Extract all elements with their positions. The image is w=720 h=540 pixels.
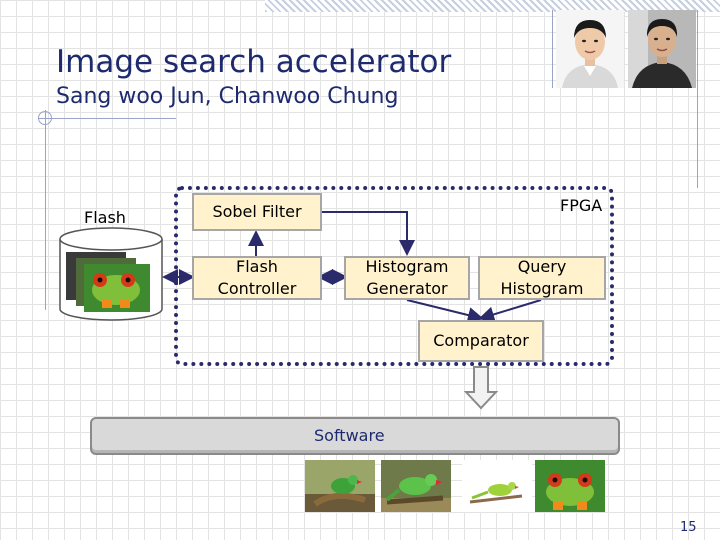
- portrait-photo: [628, 10, 696, 88]
- parrot-photo: [381, 460, 451, 512]
- decorative-line: [697, 10, 698, 188]
- software-bar: [90, 417, 620, 455]
- portrait-photo: [556, 10, 624, 88]
- query-histogram-box: Query Histogram: [478, 256, 606, 300]
- fpga-label: FPGA: [560, 196, 603, 215]
- parrot-photo: [462, 460, 532, 512]
- frog-photo: [535, 460, 605, 512]
- flash-storage-icon: [59, 227, 163, 321]
- comparator-box: Comparator: [418, 320, 544, 362]
- page-number: 15: [680, 520, 697, 535]
- flash-label: Flash: [84, 208, 126, 227]
- decorative-line: [38, 118, 176, 119]
- slide-title: Image search accelerator: [56, 44, 452, 80]
- top-decoration: [265, 0, 720, 12]
- decorative-circle: [38, 111, 52, 125]
- sobel-filter-box: Sobel Filter: [192, 193, 322, 231]
- decorative-line: [45, 110, 46, 310]
- decorative-line: [552, 10, 553, 88]
- histogram-generator-box: Histogram Generator: [344, 256, 470, 300]
- parrot-photo: [305, 460, 375, 512]
- software-label: Software: [314, 426, 385, 445]
- slide-authors: Sang woo Jun, Chanwoo Chung: [56, 84, 399, 109]
- flash-controller-box: Flash Controller: [192, 256, 322, 300]
